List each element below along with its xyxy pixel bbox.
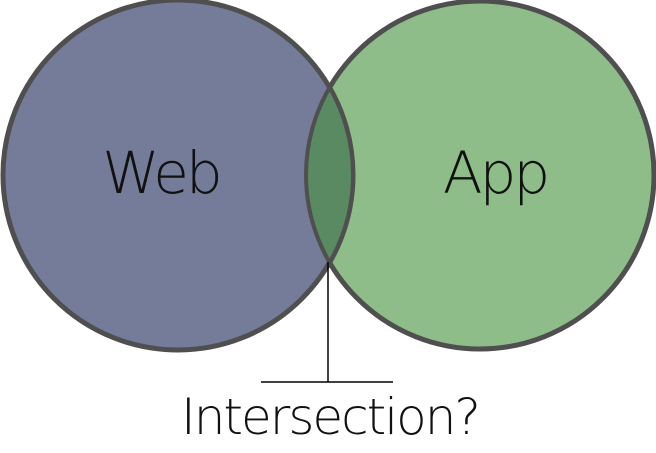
app-label: App	[443, 139, 547, 207]
web-label: Web	[102, 139, 219, 207]
app-set-outline	[304, 0, 656, 351]
web-set-outline	[1, 0, 355, 352]
intersection-label: Intersection?	[181, 388, 479, 446]
